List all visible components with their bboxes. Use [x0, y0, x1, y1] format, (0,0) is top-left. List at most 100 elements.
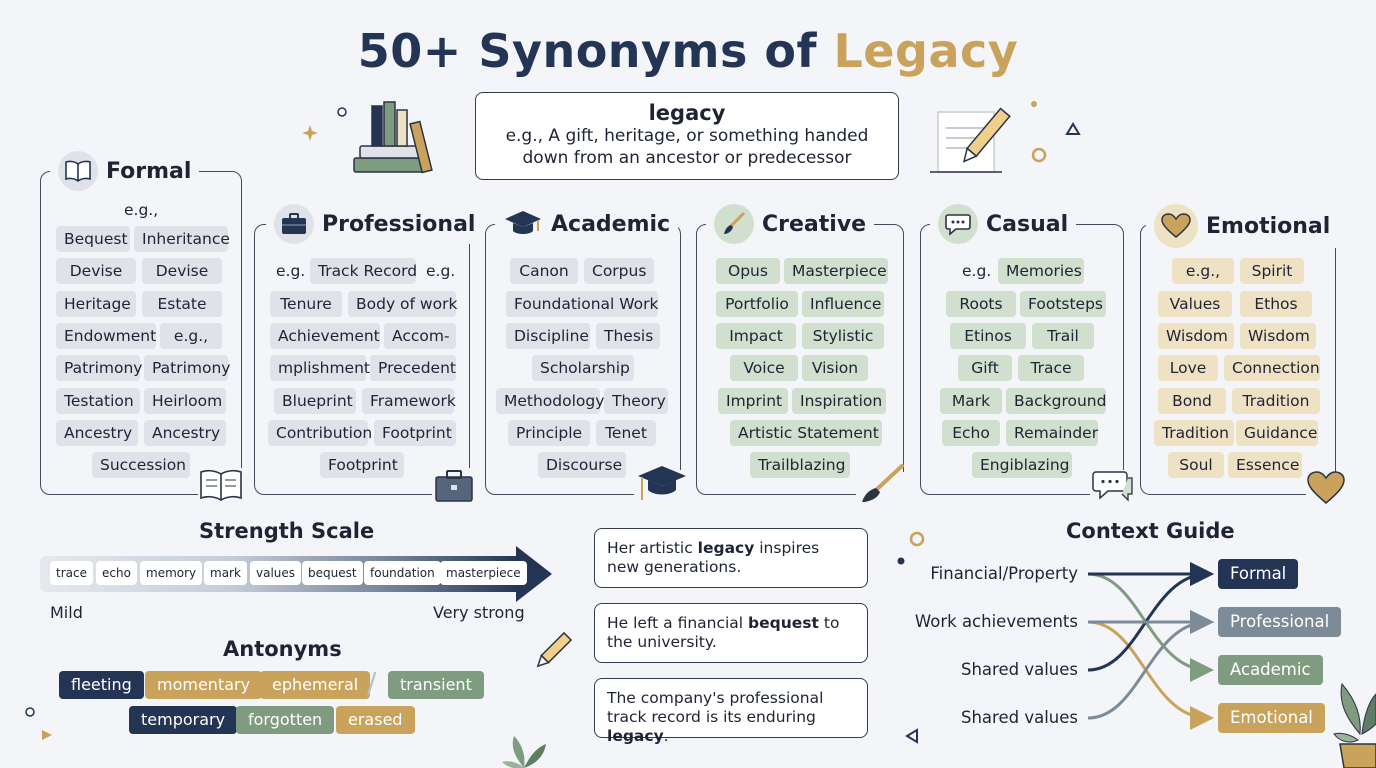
chip-professional: Body of work — [348, 291, 457, 317]
context-label: Shared values — [961, 660, 1078, 679]
title-main: 50+ Synonyms of — [357, 24, 834, 78]
chip-academic: Tenet — [596, 420, 656, 446]
chip-academic: Thesis — [596, 323, 660, 349]
open-book-icon — [58, 151, 98, 191]
chip-academic: Scholarship — [532, 355, 634, 381]
panel-casual-header: Casual — [930, 204, 1077, 244]
panel-creative-header: Creative — [706, 204, 875, 244]
sparkle-icon — [302, 125, 318, 141]
chip-professional: mplishment — [270, 355, 370, 381]
books-icon — [353, 101, 433, 174]
ring-icon — [1031, 147, 1047, 163]
antonym-chip: momentary — [145, 671, 263, 699]
circle-dot-icon — [25, 707, 35, 717]
chip-creative: Voice — [730, 355, 798, 381]
panel-formal-header: Formal — [50, 151, 200, 191]
chip-academic: Discipline — [506, 323, 590, 349]
chip-casual: Engiblazing — [972, 452, 1072, 478]
chip-formal: Patrimony — [56, 355, 142, 381]
chip-formal: Succession — [92, 452, 190, 478]
chip-casual: Memories — [998, 258, 1084, 284]
panel-emotional-title: Emotional — [1206, 213, 1331, 239]
heart-icon — [1306, 471, 1346, 504]
pencil-icon — [536, 632, 572, 668]
panel-casual-title: Casual — [986, 211, 1069, 237]
chip-formal: Heirloom — [144, 388, 226, 414]
chip-emotional: Tradition — [1154, 420, 1234, 446]
antonym-chip: forgotten — [236, 706, 335, 734]
context-target: Formal — [1218, 559, 1299, 589]
chip-casual: Background — [1006, 388, 1106, 414]
antonyms-title: Antonyms — [223, 637, 342, 661]
chip-academic: Principle — [508, 420, 590, 446]
heart-icon — [1154, 204, 1198, 248]
panel-professional-title: Professional — [322, 211, 476, 237]
chip-academic: Canon — [510, 258, 578, 284]
chip-academic: Discourse — [538, 452, 626, 478]
chip-formal: Devise — [142, 258, 222, 284]
title-accent: Legacy — [833, 24, 1019, 78]
arrow-head-icon — [516, 546, 552, 602]
chip-professional: Blueprint — [274, 388, 356, 414]
scale-item: values — [250, 561, 302, 585]
example-text: . — [663, 727, 669, 745]
chip-emotional: Tradition — [1232, 388, 1320, 414]
scale-item: masterpiece — [440, 561, 527, 585]
chip-emotional: Ethos — [1240, 291, 1312, 317]
chip-academic: Corpus — [584, 258, 654, 284]
triangle-icon — [1065, 122, 1081, 135]
example-text: to the university. — [607, 614, 840, 651]
chip-professional: Footprint — [320, 452, 404, 478]
definition-word: legacy — [648, 101, 726, 125]
context-target: Emotional — [1218, 703, 1325, 733]
scale-max-label: Very strong — [433, 603, 525, 622]
graduation-cap-icon — [503, 204, 543, 244]
chip-creative: Inspiration — [792, 388, 886, 414]
scale-item: memory — [140, 561, 203, 585]
chip-creative: Imprint — [718, 388, 788, 414]
leaf-icon — [502, 736, 546, 768]
speech-bubble-icon — [1090, 470, 1136, 502]
example-keyword: bequest — [748, 614, 819, 632]
speech-bubble-icon — [938, 204, 978, 244]
chip-emotional: Wisdom — [1158, 323, 1234, 349]
chip-professional: Tenure — [270, 291, 342, 317]
open-book-icon — [198, 468, 244, 502]
panel-emotional-header: Emotional — [1146, 204, 1339, 248]
example-text: He left a financial — [607, 614, 749, 632]
example-card: Her artistic legacy inspires new generat… — [594, 528, 868, 588]
chip-emotional: Guidance — [1236, 420, 1318, 446]
antonym-separator: / — [367, 666, 377, 699]
chip-formal: Devise — [56, 258, 136, 284]
antonym-chip: temporary — [129, 706, 238, 734]
context-guide-title: Context Guide — [1066, 519, 1235, 543]
briefcase-icon — [432, 468, 476, 504]
chip-professional: e.g. — [426, 262, 456, 280]
scale-item: foundation — [364, 561, 441, 585]
panel-academic-title: Academic — [551, 211, 671, 237]
chip-academic: Foundational Work — [506, 291, 659, 317]
chip-formal: Estate — [142, 291, 222, 317]
definition-text: e.g., A gift, heritage, or something han… — [505, 126, 869, 168]
example-keyword: legacy — [697, 539, 755, 557]
dot-icon — [897, 557, 905, 565]
chip-casual: Echo — [942, 420, 1000, 446]
chip-professional: Framework — [362, 388, 456, 414]
panel-creative-title: Creative — [762, 211, 867, 237]
scale-item: echo — [96, 561, 137, 585]
chip-formal: e.g., — [160, 323, 222, 349]
chip-casual: e.g. — [962, 262, 992, 280]
chip-casual: Roots — [946, 291, 1016, 317]
antonym-chip: transient — [388, 671, 484, 699]
context-target: Academic — [1218, 655, 1323, 685]
panel-academic-header: Academic — [495, 204, 679, 244]
chip-emotional: Values — [1158, 291, 1232, 317]
paintbrush-icon — [856, 464, 906, 502]
chip-formal: Patrimony — [144, 355, 230, 381]
chip-formal: Ancestry — [56, 420, 138, 446]
example-keyword: legacy — [607, 727, 664, 745]
chip-formal: Endowment — [56, 323, 156, 349]
notepad-pencil-icon — [930, 107, 1011, 173]
chip-creative: Stylistic — [802, 323, 884, 349]
definition-card: legacy e.g., A gift, heritage, or someth… — [475, 92, 899, 180]
